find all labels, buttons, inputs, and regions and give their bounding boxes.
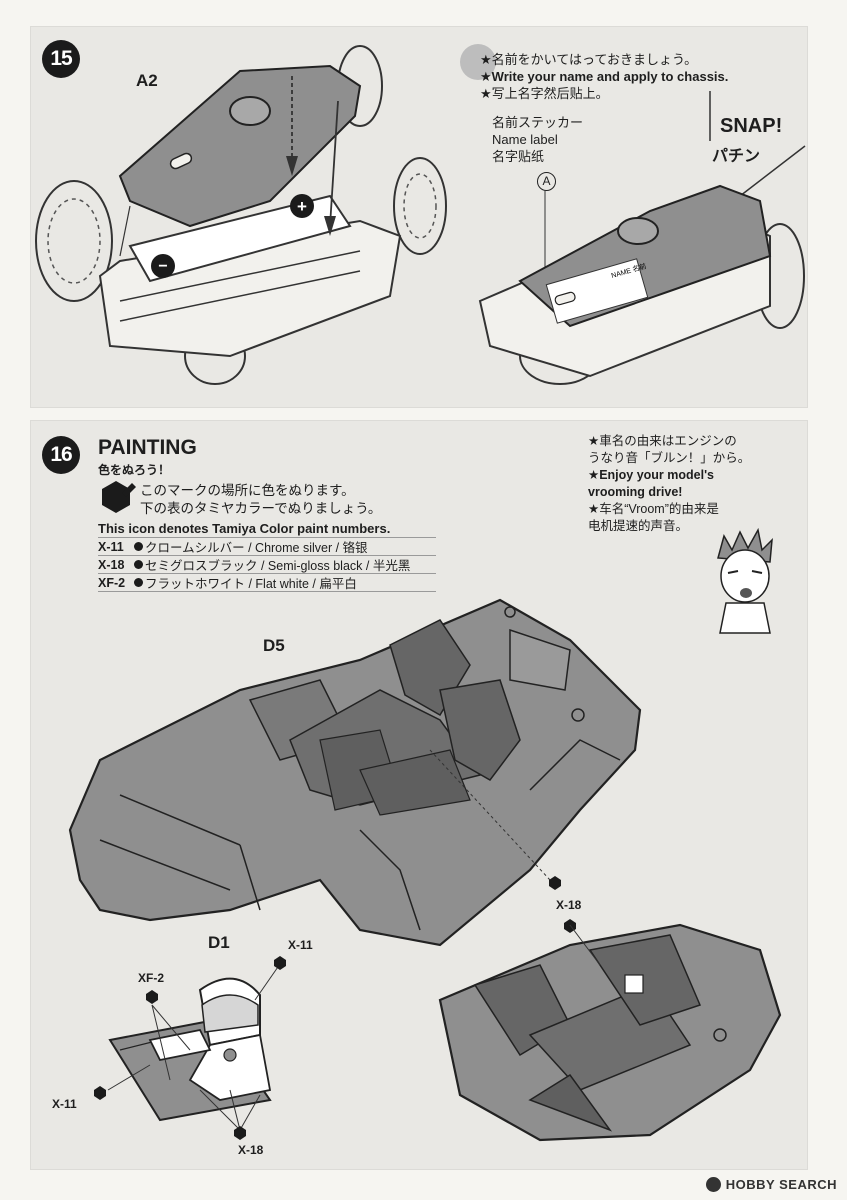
snap-label: SNAP!	[720, 115, 783, 137]
interior-illustration	[438, 923, 782, 1142]
driver-figure-illustration	[94, 956, 286, 1140]
paint-marker-icon	[549, 876, 561, 890]
tip-box: ★車名の由来はエンジンの うなり音「ブルン！」から。 ★Enjoy your m…	[588, 433, 750, 535]
step-15-instructions: ★名前をかいてはっておきましょう。 ★Write your name and a…	[480, 51, 728, 102]
plus-icon: +	[297, 197, 307, 216]
tip-line: ★车名“Vroom”的由来是	[588, 502, 719, 516]
callout-letter-a: A	[537, 172, 556, 191]
name-label-caption: 名前ステッカー Name label 名字贴纸	[492, 114, 583, 165]
paint-marker-icon	[102, 481, 136, 513]
driver-callout-xf2: XF-2	[138, 971, 165, 985]
paint-dot-icon	[134, 560, 143, 569]
instruction-en: ★Write your name and apply to chassis.	[480, 69, 729, 84]
painting-title-jp: 色をぬろう！	[98, 463, 171, 477]
watermark: HOBBY SEARCH	[705, 1177, 837, 1192]
tip-line: vrooming drive!	[588, 485, 683, 499]
driver-label-d1: D1	[208, 933, 230, 952]
tip-line: ★車名の由来はエンジンの	[588, 434, 737, 448]
paint-row-x18: X-18 セミグロスブラック / Semi-gloss black / 半光黑	[98, 556, 436, 574]
paint-desc: フラットホワイト / Flat white / 扁平白	[145, 577, 357, 591]
watermark-logo-icon	[705, 1177, 721, 1192]
paint-code: X-18	[98, 557, 125, 572]
paint-desc: クロームシルバー / Chrome silver / 铬银	[145, 541, 368, 555]
starburst-icon	[460, 44, 496, 80]
snap-jp-label: パチン	[712, 148, 761, 165]
driver-callout-x11-top: X-11	[288, 938, 313, 952]
name-label-jp: 名前ステッカー	[492, 115, 584, 130]
mascot-character-icon	[717, 527, 773, 634]
paint-code: XF-2	[98, 575, 126, 590]
icon-note-jp-line1: このマークの場所に色をぬります。	[140, 483, 355, 498]
instruction-jp: ★名前をかいてはっておきましょう。	[480, 52, 698, 67]
icon-note-en: This icon denotes Tamiya Color paint num…	[98, 521, 391, 536]
step-15-right-illustration: NAME 名前	[478, 91, 806, 385]
tip-line: うなり音「ブルン！」から。	[588, 451, 751, 465]
paint-desc: セミグロスブラック / Semi-gloss black / 半光黑	[145, 559, 411, 573]
driver-callout-x11-left: X-11	[52, 1097, 77, 1111]
tip-line: 电机提速的声音。	[588, 519, 689, 533]
paint-row-x11: X-11 クロームシルバー / Chrome silver / 铬银	[98, 537, 436, 556]
paint-code: X-11	[98, 539, 124, 554]
minus-icon: −	[158, 258, 167, 275]
icon-note-jp: このマークの場所に色をぬります。 下の表のタミヤカラーでぬりましょう。	[140, 482, 381, 518]
body-callout-x18: X-18	[556, 898, 582, 912]
paint-dot-icon	[134, 578, 143, 587]
step-15-number: 15	[42, 40, 80, 78]
paint-table: X-11 クロームシルバー / Chrome silver / 铬银 X-18 …	[98, 537, 436, 592]
body-label-d5: D5	[263, 636, 285, 655]
car-body-illustration	[68, 598, 642, 947]
step-15-left-illustration: − +	[35, 45, 447, 385]
instruction-cn: ★写上名字然后贴上。	[480, 86, 609, 101]
driver-callout-x18: X-18	[238, 1143, 264, 1157]
step-16-number: 16	[42, 436, 80, 474]
name-label-cn: 名字贴纸	[492, 149, 545, 164]
watermark-text: HOBBY SEARCH	[725, 1177, 837, 1192]
painting-title: PAINTING	[98, 436, 197, 459]
tip-line: ★Enjoy your model's	[588, 468, 715, 482]
name-label-en: Name label	[492, 132, 558, 147]
icon-note-jp-line2: 下の表のタミヤカラーでぬりましょう。	[140, 501, 382, 516]
part-label-a2: A2	[136, 71, 158, 90]
paint-dot-icon	[134, 542, 143, 551]
paint-row-xf2: XF-2 フラットホワイト / Flat white / 扁平白	[98, 574, 436, 592]
